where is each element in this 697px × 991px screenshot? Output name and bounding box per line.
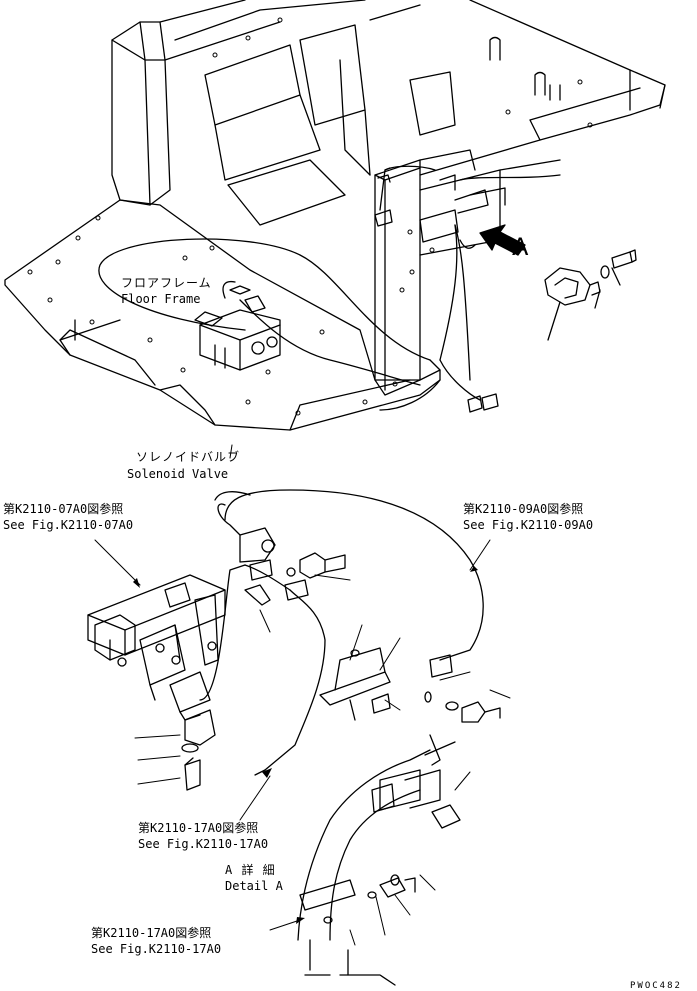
washer-bolt-right <box>424 691 501 723</box>
floor-frame-plate <box>4 17 593 431</box>
ref-k2110-07a0-jp: 第K2110-07A0図参照 <box>3 502 124 516</box>
cable-lower-long <box>199 489 484 776</box>
ref-k2110-17a0-jp-2: 第K2110-17A0図参照 <box>91 926 212 940</box>
ref-k2110-09a0-jp: 第K2110-09A0図参照 <box>463 502 584 516</box>
connectors-detail-a <box>374 174 506 249</box>
detail-a-tube-assembly <box>297 734 461 986</box>
view-a-letter: A <box>512 233 529 261</box>
detail-a-label-jp: A 詳 細 <box>225 863 276 877</box>
connectors-lower <box>244 559 453 678</box>
leader-arrowheads <box>133 566 478 924</box>
solenoid-valve-upper <box>194 280 281 371</box>
floor-frame-label-en: Floor Frame <box>121 292 201 306</box>
drawing-code: PWOC482 <box>630 981 682 991</box>
arrow-a <box>479 224 526 256</box>
solenoid-valve-label-en: Solenoid Valve <box>127 467 229 481</box>
ref-k2110-17a0-jp-1: 第K2110-17A0図参照 <box>138 821 259 835</box>
ref-k2110-07a0-en: See Fig.K2110-07A0 <box>3 518 134 532</box>
cab-frame <box>111 0 666 396</box>
ref-k2110-17a0-en-1: See Fig.K2110-17A0 <box>138 837 269 851</box>
detail-a-label-en: Detail A <box>225 879 283 893</box>
ref-k2110-17a0-en-2: See Fig.K2110-17A0 <box>91 942 222 956</box>
leader-lines <box>94 444 511 946</box>
solenoid-valve-label-jp: ソレノイドバルブ <box>136 450 241 464</box>
bracket-plate <box>319 647 391 721</box>
floor-frame-label-jp: フロアフレーム <box>121 276 212 290</box>
bolt-right-upper <box>286 552 346 579</box>
solenoid-bracket-assembly <box>87 491 276 791</box>
ref-k2110-09a0-en: See Fig.K2110-09A0 <box>463 518 594 532</box>
harness-upper <box>98 165 561 411</box>
connector-pair-right <box>467 393 499 413</box>
horn-assembly <box>544 249 637 341</box>
